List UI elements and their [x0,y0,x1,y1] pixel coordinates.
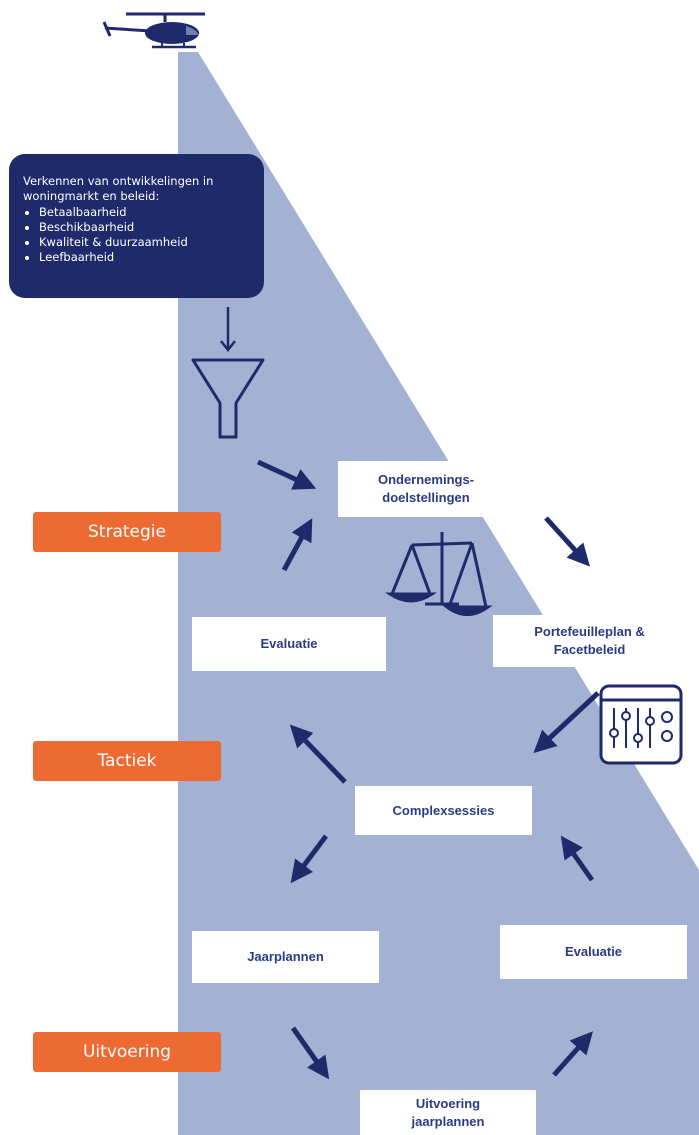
intro-item: Leefbaarheid [39,250,252,265]
scale-icon [385,532,493,616]
funnel-icon [191,358,265,439]
box-evaluation-tactics: Evaluatie [500,925,687,979]
label-strategy: Strategie [33,512,221,552]
label-execution: Uitvoering [33,1032,221,1072]
intro-item: Betaalbaarheid [39,205,252,220]
box-evaluation-strategy: Evaluatie [192,617,386,671]
intro-item: Kwaliteit & duurzaamheid [39,235,252,250]
arrow-evaluation-to-sessions [560,835,595,882]
intro-list: Betaalbaarheid Beschikbaarheid Kwaliteit… [23,205,252,265]
arrow-sessions-to-plans [290,834,328,884]
arrow-funnel-to-goals [256,459,317,490]
arrow-goals-to-portfolio [544,516,591,567]
arrow-evaluation-to-goals [281,518,313,572]
box-goals: Ondernemings- doelstellingen [338,461,514,517]
intro-item: Beschikbaarheid [39,220,252,235]
arrow-plans-to-execution [290,1026,330,1080]
arrow-sessions-to-evaluation [289,724,347,784]
intro-box: Verkennen van ontwikkelingen in woningma… [9,154,264,298]
helicopter-icon [102,12,205,49]
box-portfolio: Portefeuilleplan & Facetbeleid [493,615,686,667]
label-tactics: Tactiek [33,741,221,781]
intro-text: Verkennen van ontwikkelingen in woningma… [23,174,214,203]
arrow-execution-to-evaluation [552,1031,593,1077]
box-annual-plans: Jaarplannen [192,931,379,983]
box-complex-sessions: Complexsessies [355,786,532,835]
control-panel-icon [599,684,683,765]
box-execution-plans: Uitvoering jaarplannen [360,1090,536,1135]
arrow-portfolio-to-sessions [533,691,600,754]
down-arrow-icon [220,307,236,353]
